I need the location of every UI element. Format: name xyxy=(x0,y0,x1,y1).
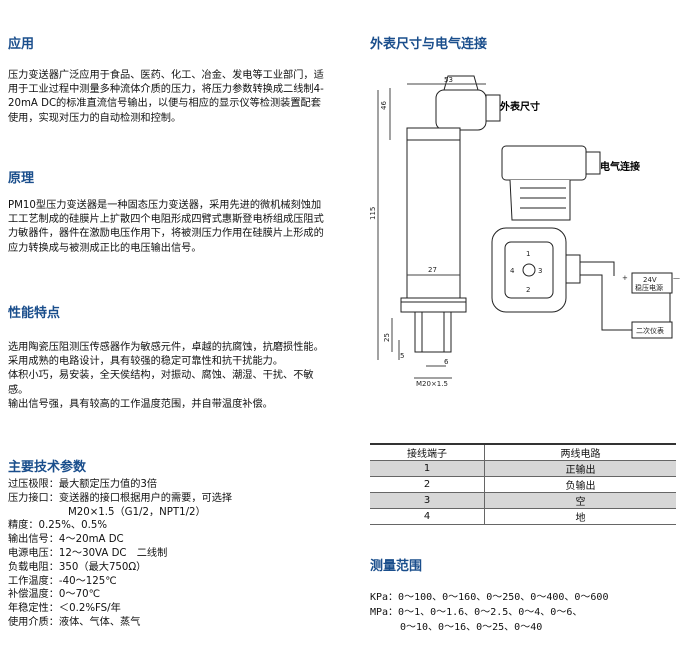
cable-gland xyxy=(485,94,501,122)
minus-sign: — xyxy=(673,274,680,282)
header-terminal: 接线端子 xyxy=(370,443,485,461)
table-row: 4 地 xyxy=(370,508,676,525)
range-heading: 测量范围 xyxy=(370,559,423,574)
terminal-cell: 1 xyxy=(370,460,485,477)
feature-item: 体积小巧，易安装，全天侯结构，对振动、腐蚀、潮湿、干扰、不敏感。 xyxy=(8,370,314,396)
dim-25: 25 xyxy=(383,333,391,342)
table-row: 2 负输出 xyxy=(370,476,676,493)
plug-gland xyxy=(585,151,601,175)
circuit-cell: 负输出 xyxy=(484,476,676,493)
spec-line: 过压极限：最大额定压力值的3倍 xyxy=(8,479,158,490)
dimension-drawing: 53 46 115 27 25 5 6 M20×1.5 外表尺寸 电气连接 1 … xyxy=(370,75,680,388)
outline-label: 外表尺寸 xyxy=(499,100,540,113)
dim-53: 53 xyxy=(444,76,453,84)
table-row: 3 空 xyxy=(370,492,676,509)
electrical-label: 电气连接 xyxy=(600,160,640,173)
dim-46: 46 xyxy=(380,101,388,110)
application-heading: 应用 xyxy=(8,37,35,52)
pin-2: 2 xyxy=(526,286,530,294)
specs-heading: 主要技术参数 xyxy=(8,460,87,475)
dim-27: 27 xyxy=(428,266,437,274)
feature-item: 选用陶瓷压阻测压传感器作为敏感元件，卓越的抗腐蚀，抗磨损性能。 xyxy=(8,342,324,353)
dim-115: 115 xyxy=(370,207,377,220)
thread-label: M20×1.5 xyxy=(416,380,448,388)
supply-label: 稳压电源 xyxy=(635,283,663,292)
range-mpa-2: 0～10、0～16、0～25、0～40 xyxy=(400,622,543,633)
hex-nut xyxy=(400,297,467,313)
table-row: 1 正输出 xyxy=(370,460,676,477)
range-mpa-1: MPa：0～1、0～1.6、0～2.5、0～4、0～6、 xyxy=(370,607,583,618)
spec-line: M20×1.5（G1/2，NPT1/2） xyxy=(68,506,206,518)
power-supply-box xyxy=(631,272,673,294)
meter-label: 二次仪表 xyxy=(636,326,664,335)
pin-4: 4 xyxy=(510,267,515,275)
terminal-cell: 2 xyxy=(370,476,485,493)
pin-3: 3 xyxy=(538,267,542,275)
spec-line: 负载电阻：350（最大750Ω） xyxy=(8,561,147,573)
feature-item: 采用成熟的电路设计，具有较强的稳定可靠性和抗干扰能力。 xyxy=(8,356,284,368)
meter-box xyxy=(631,321,673,339)
dim-6: 6 xyxy=(444,358,449,366)
spec-line: 精度：0.25%、0.5% xyxy=(8,520,107,532)
spec-line: 使用介质：液体、气体、蒸气 xyxy=(8,616,141,628)
principle-heading: 原理 xyxy=(8,171,35,186)
spec-line: 工作温度：-40～125℃ xyxy=(8,575,117,587)
feature-item: 输出信号强，具有较高的工作温度范围，并自带温度补偿。 xyxy=(8,398,273,410)
pin-1: 1 xyxy=(526,250,530,258)
circuit-cell: 地 xyxy=(484,508,676,525)
connector-top xyxy=(443,75,479,91)
dimensions-heading: 外表尺寸与电气连接 xyxy=(370,37,488,52)
features-heading: 性能特点 xyxy=(8,306,61,321)
plug-body xyxy=(501,145,587,181)
table-header-row: 接线端子 两线电路 xyxy=(370,443,676,461)
terminal-cell: 4 xyxy=(370,508,485,525)
thread-section xyxy=(414,311,452,353)
spec-line: 输出信号：4～20mA DC xyxy=(8,534,124,546)
connector-head xyxy=(435,89,487,131)
specs-list: 过压极限：最大额定压力值的3倍 压力接口：变送器的接口根据用户的需要，可选择 M… xyxy=(8,478,338,630)
spec-line: 压力接口：变送器的接口根据用户的需要，可选择 xyxy=(8,492,233,504)
plus-sign: + xyxy=(622,274,628,282)
range-kpa: KPa：0～100、0～160、0～250、0～400、0～600 xyxy=(370,592,609,603)
spec-line: 电源电压：12～30VA DC 二线制 xyxy=(8,547,168,559)
header-circuit: 两线电路 xyxy=(484,443,676,461)
circuit-cell: 正输出 xyxy=(484,460,676,477)
spec-line: 年稳定性：＜0.2%FS/年 xyxy=(8,603,121,615)
terminal-cell: 3 xyxy=(370,492,485,509)
dim-5: 5 xyxy=(400,352,404,360)
wiring-table: 接线端子 两线电路 1 正输出 2 负输出 3 空 4 地 xyxy=(370,443,676,525)
circuit-cell: 空 xyxy=(484,492,676,509)
supply-voltage: 24V xyxy=(643,276,657,284)
application-text: 压力变送器广泛应用于食品、医药、化工、冶金、发电等工业部门，适用于工业过程中测量… xyxy=(8,70,324,124)
spec-line: 补偿温度：0～70℃ xyxy=(8,589,101,601)
principle-text: PM10型压力变送器是一种固态压力变送器，采用先进的微机械刻蚀加工工艺制成的硅膜… xyxy=(8,200,324,254)
features-list: 选用陶瓷压阻测压传感器作为敏感元件，卓越的抗腐蚀，抗磨损性能。 采用成熟的电路设… xyxy=(8,341,326,412)
